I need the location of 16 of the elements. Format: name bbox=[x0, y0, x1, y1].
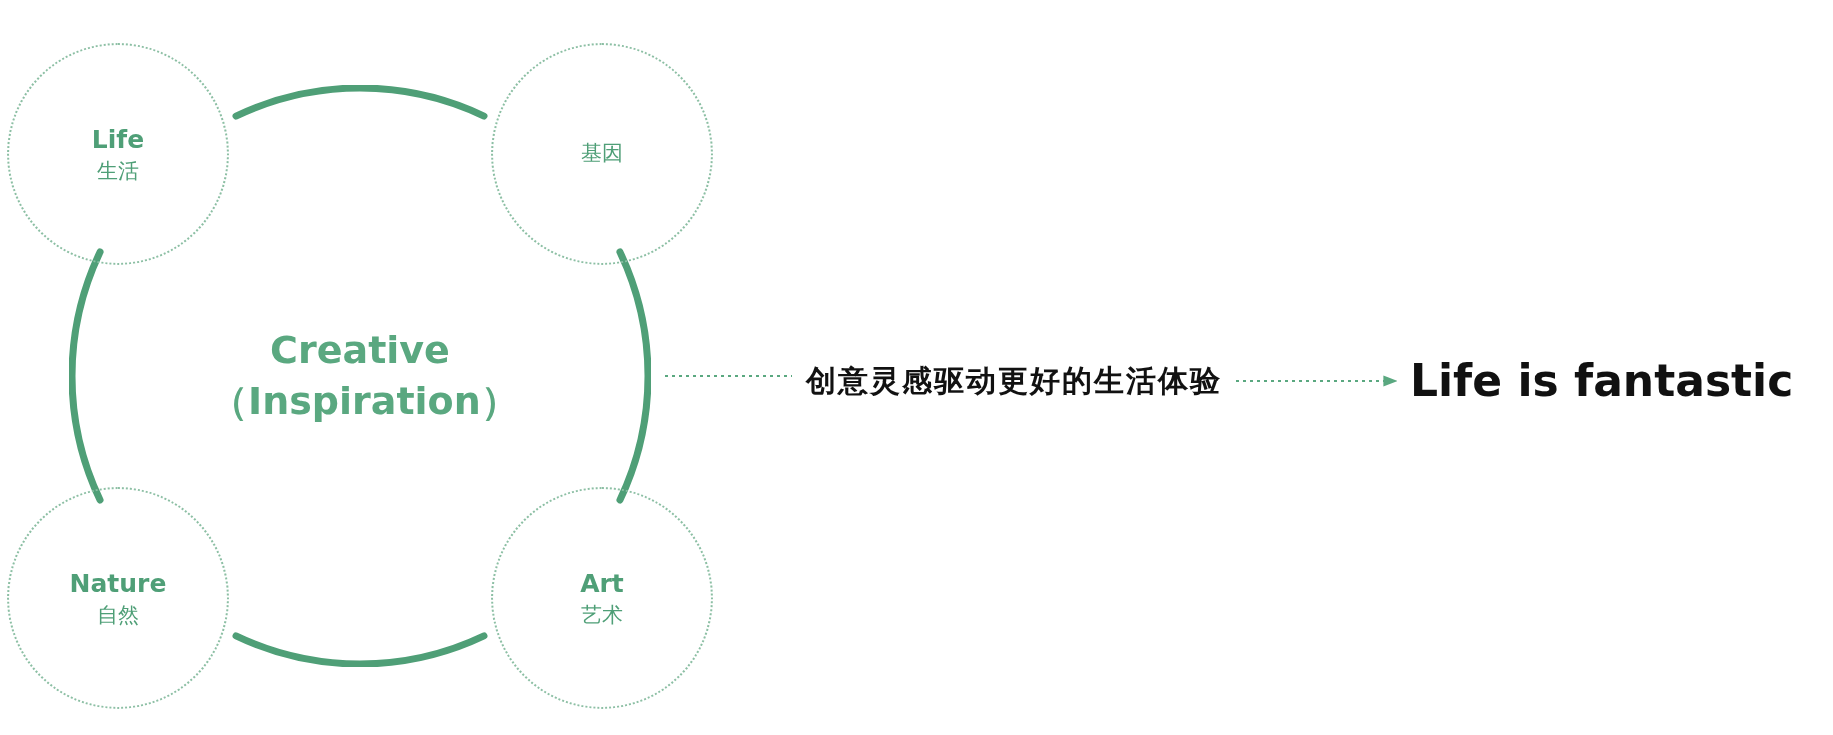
caption-text: 创意灵感驱动更好的生活体验 bbox=[806, 358, 1222, 404]
dotted-line bbox=[664, 375, 793, 377]
circle-heading: Art bbox=[580, 567, 624, 600]
circle-heading: Life bbox=[91, 123, 145, 156]
center-title: Creative （Inspiration） bbox=[210, 326, 510, 425]
circle-label: 基因 bbox=[581, 140, 623, 168]
dotted-circle-node bbox=[491, 43, 713, 265]
circle-label: 生活 bbox=[97, 157, 139, 185]
slogan-text: Life is fantastic bbox=[1410, 350, 1794, 410]
circle-heading: Nature bbox=[69, 567, 167, 600]
dotted-arrow bbox=[1235, 375, 1398, 387]
circle-label: 艺术 bbox=[581, 601, 623, 629]
dotted-circle-node bbox=[7, 487, 229, 709]
dotted-circle-node bbox=[491, 487, 713, 709]
dotted-circle-node bbox=[7, 43, 229, 265]
circle-label: 自然 bbox=[97, 601, 139, 629]
